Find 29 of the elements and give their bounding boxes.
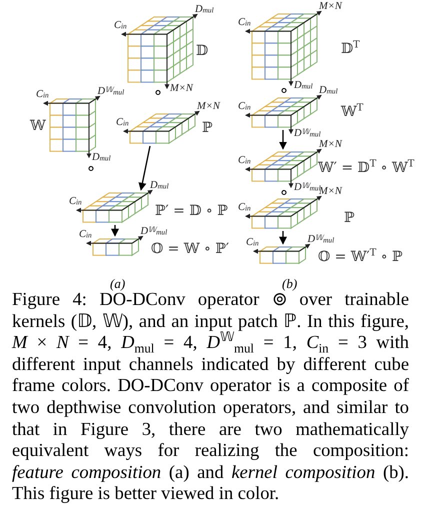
composition-symbol: ∘ bbox=[279, 185, 289, 201]
tensor-node bbox=[238, 2, 360, 92]
formula-label: ℙ bbox=[344, 211, 355, 226]
formula-label: 𝕎$^{T}$ bbox=[341, 105, 364, 120]
axis-label: M×N bbox=[319, 186, 342, 198]
formula-label: 𝔻 bbox=[196, 44, 208, 60]
panel-label: (a) bbox=[110, 277, 126, 290]
figure-caption: Figure 4: DO-DConv operator ⊚ over trainable kernels (𝔻, 𝕎), and an input patch ℙ. In this figure, M × N = 4, D$_{mul}$ = 4, D$^{𝕎}$$_{mul}$ = 1, C$_{in}$ = 3 with different input channels indicated by different cube frame colors. DO-DConv operator is a composite of two depthwise convolution operators, and similar to that in Figure 3, there are two mathematically equivalent ways for realizing the composition: feature composition (a) and kernel composition (b). This figure is better viewed in color. bbox=[12, 289, 409, 505]
formula-label: ℙ′ = 𝔻 ∘ ℙ bbox=[155, 204, 228, 220]
tensor-node bbox=[30, 86, 124, 164]
arrow bbox=[138, 146, 151, 191]
axis-label: M×N bbox=[319, 2, 342, 12]
formula-label: 𝕆 = 𝕎 ∘ ℙ′ bbox=[151, 242, 230, 258]
axis-label: M×N bbox=[319, 140, 342, 150]
formula-label: 𝔻$^{T}$ bbox=[341, 42, 360, 58]
tensor-node bbox=[238, 140, 414, 194]
arrow bbox=[111, 225, 119, 237]
formula-label: 𝕎 bbox=[30, 119, 46, 134]
panel-label: (b) bbox=[282, 277, 298, 290]
axis-label: M×N bbox=[197, 102, 220, 112]
formula-label: ℙ bbox=[202, 121, 213, 136]
formula-label: 𝕆 = 𝕎′$^{T}$ ∘ ℙ bbox=[318, 250, 403, 266]
composition-symbol: ∘ bbox=[153, 85, 163, 101]
arrow bbox=[279, 130, 287, 150]
composition-symbol: ∘ bbox=[279, 83, 289, 99]
composition-symbol: ∘ bbox=[86, 161, 96, 177]
arrow bbox=[279, 231, 287, 245]
axis-label: M×N bbox=[170, 84, 193, 94]
formula-label: 𝕎′ = 𝔻$^{T}$ ∘ 𝕎$^{T}$ bbox=[318, 161, 414, 176]
